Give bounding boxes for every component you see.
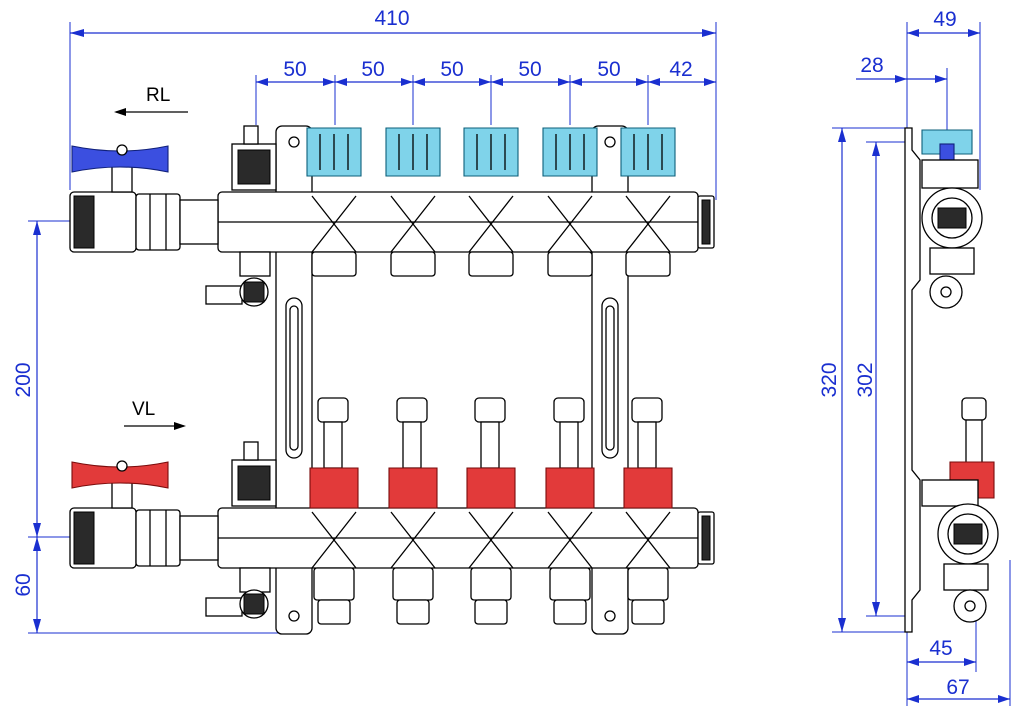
flow-outlet-3 (466, 397, 516, 625)
flow-label: VL (132, 399, 155, 420)
return-valve-handle (71, 145, 169, 173)
front-dimensions: 410 50 50 50 50 50 42 200 (12, 7, 717, 634)
dim-total-width: 410 (374, 7, 409, 30)
dim-end-spacing: 42 (669, 58, 692, 81)
dim-spacing-5: 50 (597, 58, 620, 81)
dim-side-lower-width: 45 (929, 637, 952, 660)
flow-outlet-2 (388, 397, 438, 625)
return-label: RL (146, 85, 170, 106)
side-view (904, 127, 999, 633)
flow-outlets (309, 397, 673, 625)
dim-side-total-height: 320 (818, 362, 841, 397)
dim-side-top-offset: 28 (860, 54, 883, 77)
flow-outlet-5 (623, 397, 673, 625)
flow-bar (69, 441, 715, 619)
dim-spacing-1: 50 (283, 58, 306, 81)
dim-side-top-width: 49 (933, 8, 956, 31)
return-outlet-5 (620, 127, 676, 277)
return-outlet-4 (542, 127, 598, 277)
arrow-left-icon (114, 108, 188, 116)
dim-spacing-3: 50 (440, 58, 463, 81)
arrow-right-icon (124, 422, 186, 430)
mounting-bracket-right (591, 125, 629, 635)
return-outlet-3 (463, 127, 519, 277)
dim-bottom-height: 60 (12, 573, 35, 596)
dim-side-bottom-width: 67 (946, 676, 969, 699)
flow-valve-handle (71, 461, 169, 489)
return-outlets (306, 127, 676, 277)
return-bar (69, 125, 715, 307)
dim-spacing-4: 50 (518, 58, 541, 81)
flow-outlet-1 (309, 397, 359, 625)
return-outlet-1 (306, 127, 362, 277)
dim-bar-spacing: 200 (12, 362, 35, 397)
side-dimensions: 49 28 320 302 45 67 (818, 8, 1011, 706)
dim-spacing-2: 50 (361, 58, 384, 81)
flow-labels: RL VL (114, 85, 188, 430)
flow-outlet-4 (545, 397, 595, 625)
dim-side-inner-height: 302 (854, 362, 877, 397)
return-outlet-2 (385, 127, 441, 277)
mounting-bracket-left (275, 125, 313, 635)
